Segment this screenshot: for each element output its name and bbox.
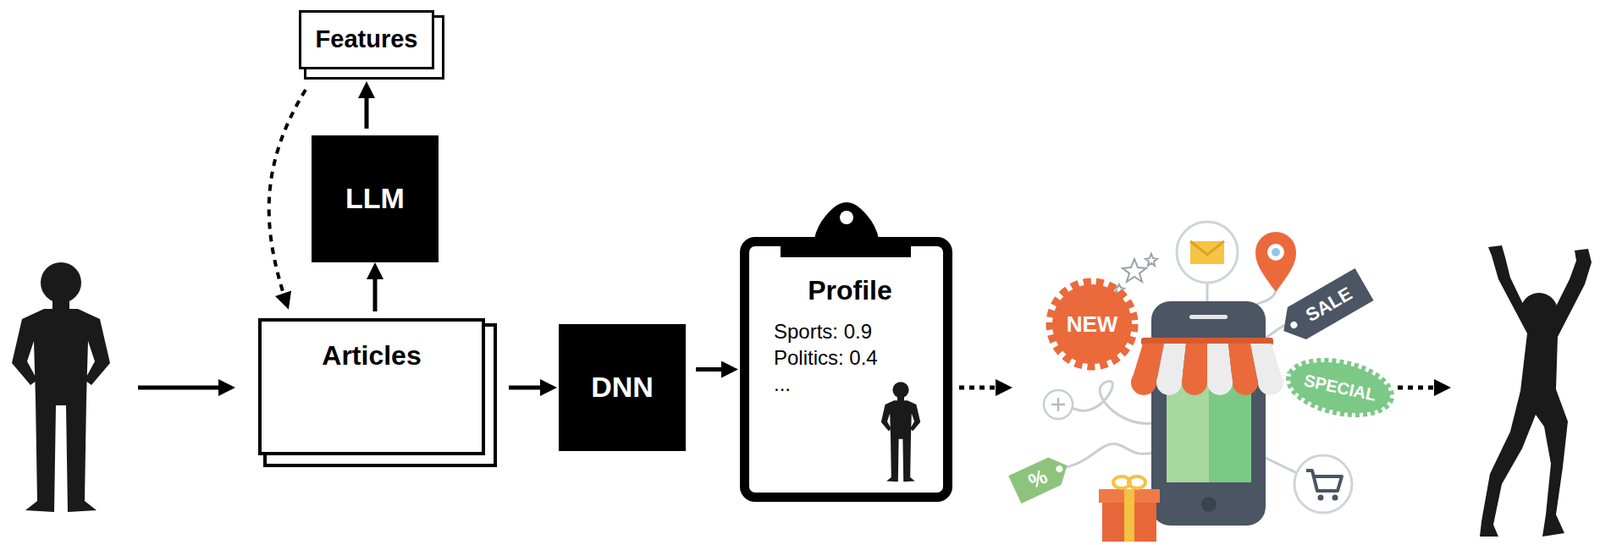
phone-body	[1151, 301, 1266, 526]
input-arrow	[137, 386, 231, 391]
tag-text: SALE	[1302, 284, 1356, 326]
articles-box: Articles	[258, 318, 486, 456]
awning-scallop	[1131, 369, 1157, 396]
box-title: Profile	[807, 275, 893, 307]
awning-scallop	[1156, 369, 1182, 396]
profile-card: ProfileSports: 0.9Politics: 0.4...	[739, 237, 953, 503]
special-badge-edge	[1283, 352, 1397, 424]
cart-wheel	[1332, 495, 1339, 502]
dnn-box: DNN	[558, 324, 686, 452]
profile-entry: Sports: 0.9	[773, 318, 872, 345]
profile-entry: ...	[773, 370, 791, 398]
happy-person	[1479, 245, 1592, 537]
box-title: Features	[315, 25, 419, 54]
tag-hole	[1054, 464, 1065, 475]
cart-wheel	[1318, 495, 1325, 502]
clipboard-clip	[780, 202, 911, 258]
features-box: Features	[298, 10, 435, 70]
pin-dot	[1271, 248, 1280, 257]
flow-arrow	[695, 367, 734, 372]
phone-button	[1201, 496, 1217, 513]
percent-tag	[1008, 452, 1074, 504]
wire	[1206, 282, 1209, 304]
badge-text: SPECIAL	[1302, 371, 1379, 404]
awning-scallop	[1181, 369, 1208, 396]
dotted-arrow	[959, 386, 1008, 391]
wire	[1059, 443, 1154, 469]
gift-ribbon	[1124, 489, 1135, 542]
awning-scallop	[1232, 369, 1258, 396]
pin-dot	[1267, 243, 1285, 261]
flow-arrow	[364, 86, 370, 129]
awning-scallop	[1257, 369, 1284, 396]
awning-scallop	[1207, 369, 1233, 396]
person-silhouette	[11, 262, 111, 513]
gift-bow	[1128, 476, 1146, 489]
special-badge	[1283, 352, 1397, 424]
sale-tag	[1274, 268, 1374, 348]
tag-hole	[1289, 320, 1299, 331]
star-icon	[1122, 259, 1147, 282]
llm-box: LLM	[311, 135, 439, 263]
envelope-icon	[1190, 241, 1225, 265]
badge-text: NEW	[1066, 313, 1119, 336]
sale-tag-shape	[1274, 268, 1374, 348]
profile-person	[881, 381, 921, 482]
wire	[1263, 457, 1299, 475]
envelope-bubble	[1176, 221, 1238, 283]
envelope-flap	[1190, 241, 1225, 255]
clip-hole	[839, 210, 854, 225]
location-pin	[1255, 231, 1297, 293]
box-title: LLM	[345, 182, 405, 216]
flow-arrow	[508, 386, 552, 391]
dotted-arrow	[1397, 386, 1446, 391]
feedback-arrow	[269, 89, 306, 305]
flow-arrow	[373, 267, 378, 312]
star-icon	[1145, 253, 1158, 266]
box-title: Articles	[321, 340, 421, 372]
shop-illustration	[1008, 221, 1397, 542]
plus-circle	[1043, 390, 1073, 420]
cart-bubble	[1294, 455, 1352, 514]
person-body	[1479, 245, 1592, 537]
new-badge-edge	[1049, 281, 1135, 367]
phone-speaker	[1189, 314, 1228, 320]
tag-text: %	[1025, 466, 1050, 493]
plus-sign	[1057, 397, 1060, 412]
percent-tag-shape	[1008, 452, 1074, 504]
cart-icon	[1306, 470, 1342, 492]
box-title: DNN	[590, 370, 654, 404]
profile-entry: Politics: 0.4	[773, 344, 878, 371]
